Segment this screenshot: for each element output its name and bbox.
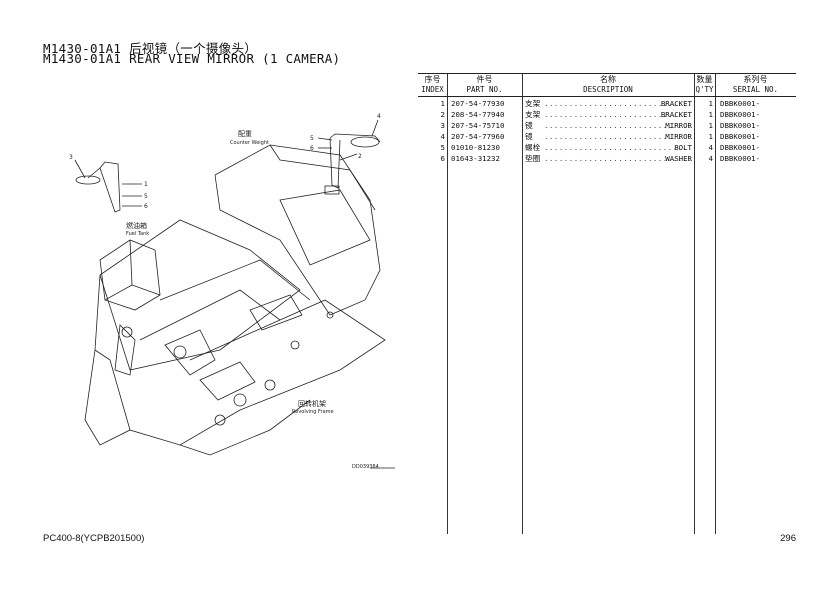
column-divider [694,74,695,534]
callout-6b-text: 6 [310,145,314,152]
row-part-no: 01643-31232 [451,154,500,163]
column-header-part-no: 件号 PART NO. [447,75,522,95]
row-desc-zh: 螺栓 [525,143,541,152]
row-desc-en: MIRROR [665,121,692,130]
row-qty: 1 [708,121,713,130]
row-serial: DBBK0001- [720,154,761,163]
table-row: 4 207-54-77960 镜 .......................… [418,131,796,142]
row-desc-zh: 镜 [525,132,533,141]
row-leader-dots: ................................. [544,132,694,141]
column-header-serial: 系列号 SERIAL NO. [715,75,796,95]
row-desc-en: BRACKET [660,99,692,108]
row-index: 6 [440,154,445,163]
fuel-tank-label-en: Fuel Tank [126,231,149,237]
column-header-part-no-en: PART NO. [466,85,503,94]
page-title-english: M1430-01A1 REAR VIEW MIRROR (1 CAMERA) [43,51,341,66]
row-desc-en: WASHER [665,154,692,163]
row-index: 4 [440,132,445,141]
column-header-description-zh: 名称 [600,75,616,84]
callout-5b-text: 5 [310,135,314,142]
row-qty: 4 [708,154,713,163]
column-header-index-zh: 序号 [424,75,441,84]
column-header-index: 序号 INDEX [418,75,447,95]
column-divider [522,74,523,534]
row-desc-zh: 支架 [525,110,541,119]
row-qty: 1 [708,132,713,141]
table-row: 1 207-54-77930 支架 ......................… [418,98,796,109]
row-leader-dots: ............................... [544,110,694,119]
column-header-serial-zh: 系列号 [743,75,768,84]
row-index: 3 [440,121,445,130]
callout-6-text: 6 [144,203,148,210]
table-row: 6 01643-31232 垫圈 .......................… [418,153,796,164]
callout-1-text: 1 [144,181,148,188]
row-index: 1 [440,99,445,108]
row-part-no: 208-54-77940 [451,110,505,119]
row-qty: 1 [708,99,713,108]
exploded-parts-drawing: 3 1 5 6 5 6 4 2 配重 Counter Weight 燃油箱 Fu… [69,113,395,470]
row-desc-zh: 支架 [525,99,541,108]
column-header-index-en: INDEX [421,85,444,94]
callout-2-text: 2 [358,153,362,160]
page-title-chinese: M1430-01A1 后视镜（一个摄像头） [43,41,258,56]
column-header-qty-zh: 数量 [696,75,713,84]
column-header-part-no-zh: 件号 [476,75,493,84]
row-serial: DBBK0001- [720,132,761,141]
column-divider [447,74,448,534]
row-serial: DBBK0001- [720,110,761,119]
row-serial: DBBK0001- [720,121,761,130]
row-desc-zh: 垫圈 [525,154,541,163]
counterweight-label-zh: 配重 [238,130,252,138]
fuel-tank-label-zh: 燃油箱 [126,221,147,230]
row-desc-en: BRACKET [660,110,692,119]
row-desc-zh: 镜 [525,121,533,130]
row-leader-dots: ............................... [544,99,694,108]
column-header-description: 名称 DESCRIPTION [522,75,694,95]
column-header-qty: 数量 Q'TY [694,75,715,95]
column-divider [715,74,716,534]
row-serial: DBBK0001- [720,99,761,108]
parts-table: 序号 INDEX 件号 PART NO. 名称 DESCRIPTION 数量 Q… [418,73,796,534]
column-header-qty-en: Q'TY [695,85,714,94]
revolving-frame-outline [74,119,395,469]
counterweight-label-en: Counter Weight [230,140,269,146]
callout-3-text: 3 [69,154,73,161]
table-row: 5 01010-81230 螺栓 .......................… [418,142,796,153]
column-header-serial-en: SERIAL NO. [732,85,779,94]
footer-page-number: 296 [780,533,796,544]
callout-5-text: 5 [144,193,148,200]
row-serial: DBBK0001- [720,143,761,152]
row-qty: 4 [708,143,713,152]
column-header-description-en: DESCRIPTION [583,85,633,94]
table-row: 2 208-54-77940 支架 ......................… [418,109,796,120]
row-part-no: 207-54-75710 [451,121,505,130]
table-row: 3 207-54-75710 镜 .......................… [418,120,796,131]
row-leader-dots: ................................. [544,121,694,130]
callout-4-text: 4 [377,113,381,120]
row-index: 2 [440,110,445,119]
row-index: 5 [440,143,445,152]
row-part-no: 207-54-77930 [451,99,505,108]
row-desc-en: MIRROR [665,132,692,141]
row-leader-dots: ................................ [544,154,694,163]
row-leader-dots: .................................. [544,143,694,152]
row-part-no: 01010-81230 [451,143,500,152]
revolving-frame-label-en: Revolving Frame [292,409,334,415]
revolving-frame-label-zh: 回转机架 [298,399,326,408]
footer-model: PC400-8(YCPB201500) [43,533,145,544]
row-part-no: 207-54-77960 [451,132,505,141]
header-rule [418,96,796,97]
drawing-code: DD039384 [352,464,379,470]
row-desc-en: BOLT [674,143,692,152]
row-qty: 1 [708,110,713,119]
